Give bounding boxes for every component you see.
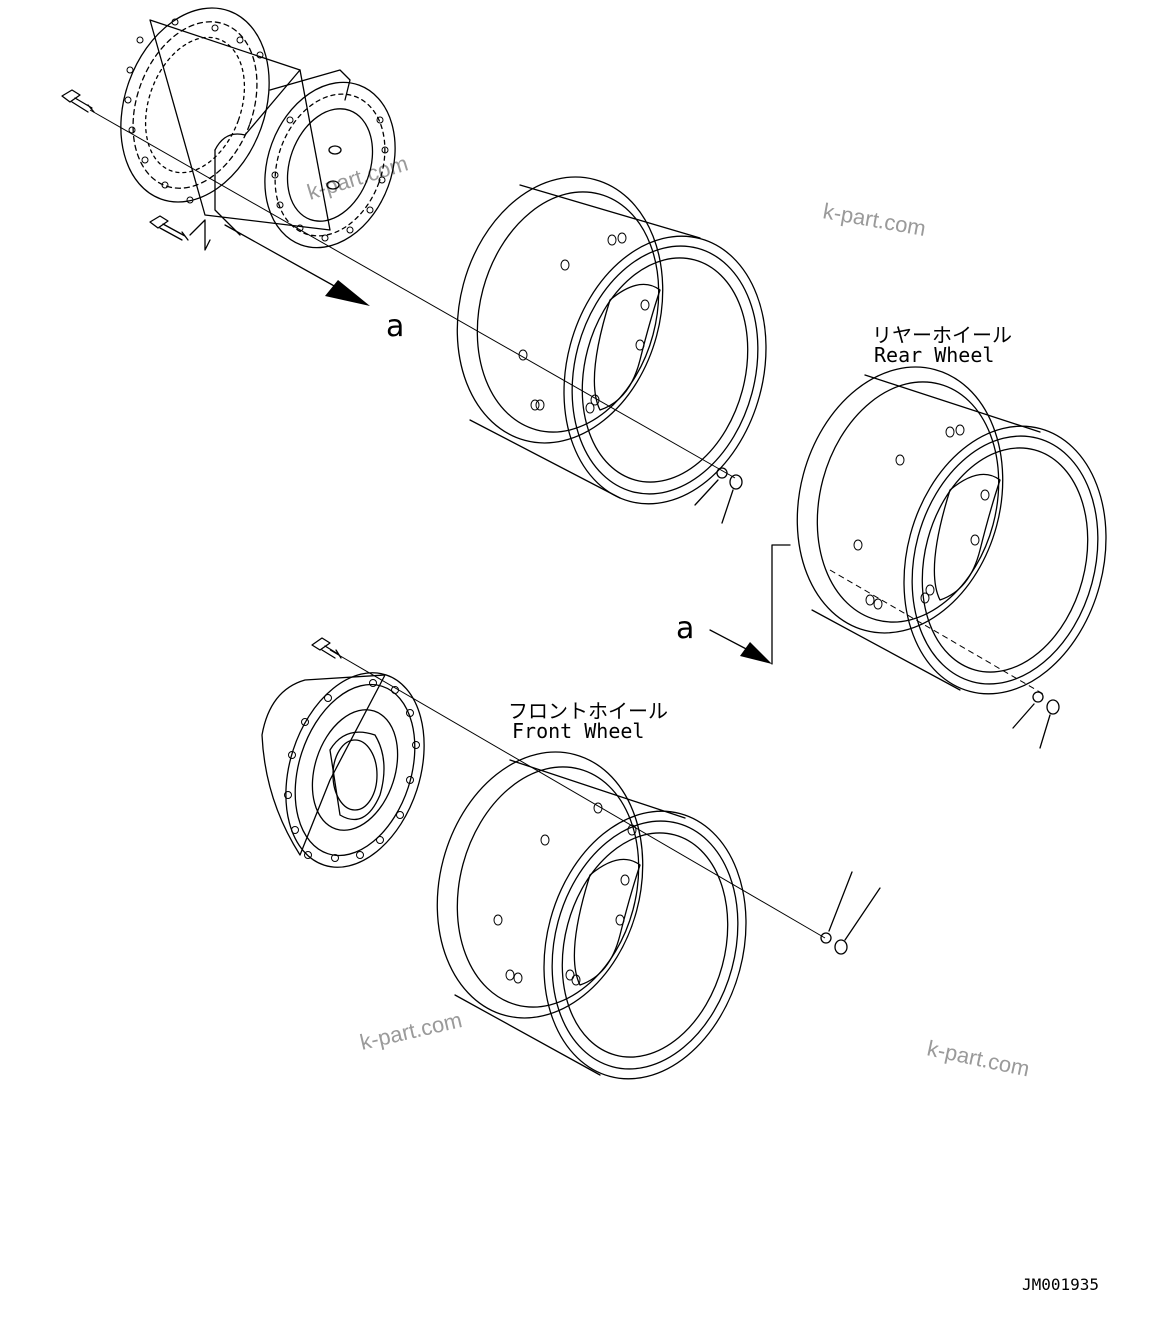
drawing-id: JM001935 xyxy=(1022,1275,1099,1294)
watermark-4: k-part.com xyxy=(925,1035,1032,1081)
reference-arrow-a-mid xyxy=(709,544,791,665)
wheel-nuts-front xyxy=(820,871,881,955)
axle-bolt-lower xyxy=(149,215,189,241)
front-hub xyxy=(261,672,425,868)
rear-wheel-label-jp: リヤーホイール xyxy=(872,323,1012,347)
axle-housing xyxy=(120,7,396,249)
front-wheel-label-jp: フロントホイール xyxy=(508,699,668,723)
front-wheel-label-en: Front Wheel xyxy=(512,719,644,743)
wheel-rim-rear xyxy=(796,366,1107,695)
wheel-nuts-top xyxy=(694,467,743,524)
reference-label-a-mid: a xyxy=(676,611,694,646)
wheel-rim-top xyxy=(456,176,767,505)
watermark-3: k-part.com xyxy=(358,1007,465,1055)
reference-arrow-a-top xyxy=(224,224,370,306)
rear-wheel-label-en: Rear Wheel xyxy=(874,343,994,367)
reference-label-a-top: a xyxy=(386,309,404,344)
watermark-2: k-part.com xyxy=(821,198,928,241)
wheel-rim-front xyxy=(436,751,747,1080)
assembly-axis-top xyxy=(89,109,736,479)
assembly-axis-rear xyxy=(829,569,1046,696)
leader-zigzag xyxy=(189,219,211,251)
hub-bolt xyxy=(311,637,342,659)
wheel-nuts-rear xyxy=(1012,691,1060,749)
assembly-axis-front xyxy=(329,649,826,939)
axle-bolt-upper xyxy=(61,89,95,113)
